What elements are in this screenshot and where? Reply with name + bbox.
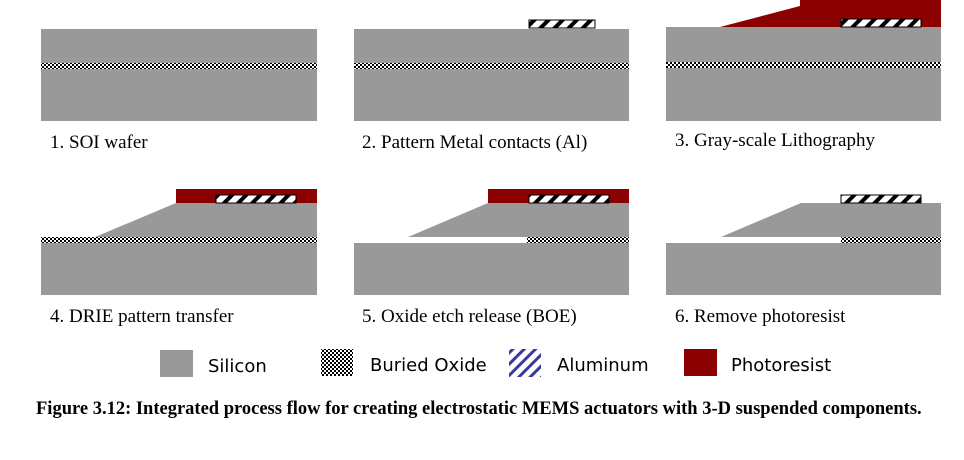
buried-oxide-layer xyxy=(354,63,629,69)
step-label-5: 5. Oxide etch release (BOE) xyxy=(362,306,577,327)
step-label-6: 6. Remove photoresist xyxy=(675,306,846,327)
legend-aluminum-swatch xyxy=(509,349,541,377)
aluminum-contact xyxy=(215,194,297,204)
legend-silicon-swatch xyxy=(160,350,193,377)
silicon-substrate xyxy=(666,27,941,121)
suspended-silicon-structure xyxy=(408,203,629,237)
silicon-substrate xyxy=(41,29,317,121)
aluminum-contact xyxy=(840,194,922,204)
silicon-handle xyxy=(666,243,941,295)
buried-oxide-remaining xyxy=(841,237,941,243)
legend xyxy=(160,349,717,377)
aluminum-contact xyxy=(840,18,922,28)
buried-oxide-layer xyxy=(666,62,941,68)
legend-silicon-label: Silicon xyxy=(208,356,267,377)
silicon-device-layer-sloped xyxy=(95,203,317,237)
step-label-2: 2. Pattern Metal contacts (Al) xyxy=(362,132,588,153)
step-label-1: 1. SOI wafer xyxy=(50,132,148,153)
aluminum-contact xyxy=(528,194,610,204)
panel-soi-wafer xyxy=(41,29,317,121)
panel-remove-photoresist xyxy=(666,194,941,295)
panel-drie-transfer xyxy=(41,189,317,295)
suspended-silicon-structure xyxy=(721,203,941,237)
silicon-handle xyxy=(354,243,629,295)
legend-photoresist-swatch xyxy=(684,349,717,376)
figure-caption: Figure 3.12: Integrated process flow for… xyxy=(36,399,922,419)
aluminum-contact xyxy=(528,19,596,29)
release-gap xyxy=(666,237,841,243)
legend-buried-oxide-label: Buried Oxide xyxy=(370,355,487,376)
step-label-3: 3. Gray-scale Lithography xyxy=(675,130,875,151)
step-label-4: 4. DRIE pattern transfer xyxy=(50,306,234,327)
buried-oxide-layer xyxy=(41,63,317,69)
panel-grayscale-lithography xyxy=(666,0,941,121)
panel-oxide-etch-release xyxy=(354,189,629,295)
legend-photoresist-label: Photoresist xyxy=(731,355,832,376)
buried-oxide-remaining xyxy=(527,237,629,243)
buried-oxide-layer xyxy=(41,237,317,243)
legend-buried-oxide-swatch xyxy=(321,349,353,376)
legend-aluminum-label: Aluminum xyxy=(557,355,649,376)
release-gap xyxy=(354,237,527,243)
silicon-handle xyxy=(41,243,317,295)
panel-metal-contacts xyxy=(354,19,629,121)
silicon-substrate xyxy=(354,29,629,121)
